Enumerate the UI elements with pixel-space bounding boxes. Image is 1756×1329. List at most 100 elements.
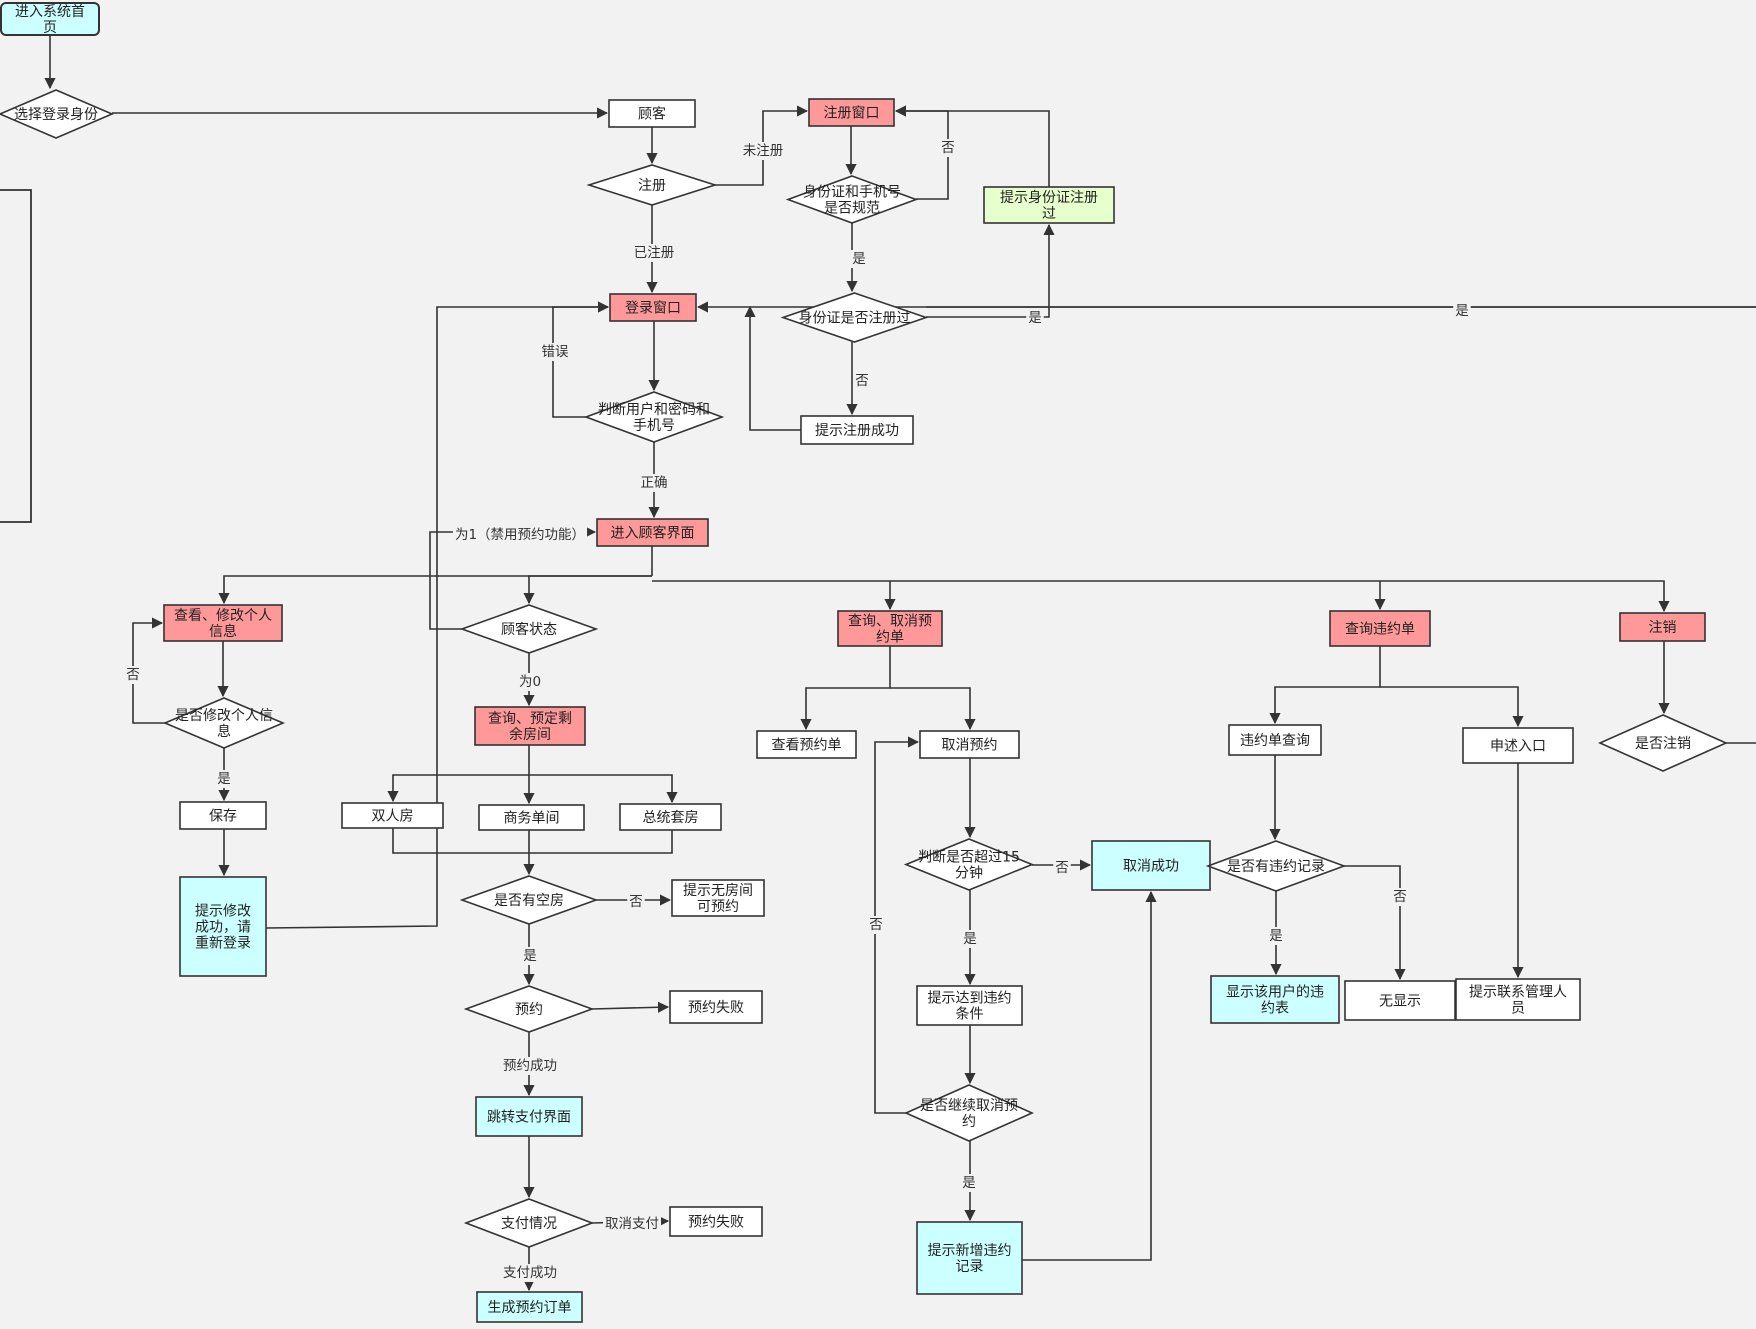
box-shape [800, 415, 914, 445]
diamond-shape [785, 175, 919, 224]
node-cancel-success: 取消成功 [1091, 840, 1211, 891]
edge-label-text: 是 [1028, 310, 1042, 326]
edge-label-text: 否 [126, 667, 140, 683]
node-text: 保存 [209, 809, 237, 825]
node-text: 注册 [638, 178, 666, 194]
node-text: 是否有空房 [494, 893, 564, 909]
box-shape [179, 801, 267, 830]
node-query-violation: 查询违约单 [1329, 610, 1431, 647]
node-text: 是否修改个人信 [175, 708, 273, 724]
edge-label-bg [516, 673, 544, 691]
node-violation-query: 违约单查询 [1228, 724, 1322, 756]
edge-label-text: 是 [963, 931, 977, 947]
node-text: 顾客状态 [501, 621, 557, 638]
edge-label-text: 否 [1393, 889, 1407, 905]
node-text: 身份证和手机号 [803, 185, 901, 201]
edge-label-bg [1391, 888, 1409, 906]
connector-27 [265, 301, 610, 929]
edge-label-status-1: 为1（禁用预约功能） [452, 526, 588, 544]
diamond-shape [903, 838, 1035, 891]
edge-label-bg [1026, 309, 1044, 327]
node-text: 注册窗口 [824, 105, 880, 122]
box-shape [478, 804, 585, 831]
node-text: 约单 [876, 630, 904, 646]
edge-label-text: 否 [869, 917, 883, 933]
diamond-shape [463, 1198, 595, 1248]
node-text: 申述入口 [1490, 739, 1546, 755]
node-text: 提示身份证注册 [1000, 190, 1098, 206]
edge-label-bg [1453, 302, 1471, 320]
box-shape [0, 2, 100, 36]
edge-label-text: 支付成功 [503, 1265, 557, 1281]
node-text: 息 [217, 723, 231, 740]
node-text: 选择登录身份 [14, 107, 98, 123]
edge-label-text: 否 [941, 140, 955, 156]
node-text: 提示注册成功 [815, 423, 899, 439]
connector-9 [894, 105, 1050, 187]
box-shape [1455, 978, 1581, 1021]
connector-44 [890, 687, 976, 731]
connector-33 [392, 828, 529, 854]
node-login-win: 登录窗口 [609, 293, 697, 322]
edge-label-bg [501, 1057, 559, 1075]
node-text: 跳转支付界面 [487, 1110, 571, 1126]
node-text: 条件 [956, 1006, 984, 1023]
edge-label-bg [627, 893, 645, 911]
edge-label-pay-success: 支付成功 [501, 1264, 559, 1282]
node-text: 无显示 [1379, 994, 1421, 1010]
node-text: 提示修改 [195, 904, 251, 920]
connector-38 [591, 1001, 670, 1013]
node-text: 预约失败 [688, 1000, 744, 1016]
box-shape [179, 876, 267, 977]
node-text: 支付情况 [501, 1216, 557, 1232]
edge-label-bg [1267, 927, 1285, 945]
connector-34 [529, 830, 673, 854]
node-id-registered-q: 身份证是否注册过 [780, 292, 929, 343]
connector-56 [1344, 865, 1406, 981]
node-text: 信息 [209, 623, 237, 640]
connector-53 [1380, 686, 1524, 728]
node-text: 查询违约单 [1345, 622, 1415, 638]
edge-label-text: 否 [629, 894, 643, 910]
node-text: 分钟 [955, 865, 983, 882]
box-shape [1344, 980, 1456, 1021]
edge-label-bg [539, 343, 571, 361]
connector-32 [529, 774, 678, 804]
box-shape [163, 604, 283, 642]
node-text: 进入顾客界面 [611, 525, 695, 542]
node-text: 过 [1042, 206, 1056, 222]
node-book-fail-2: 预约失败 [669, 1206, 763, 1237]
edge-label-text: 未注册 [743, 143, 784, 159]
box-shape [609, 293, 697, 322]
edge-label-bg [867, 916, 885, 934]
node-view-order: 查看预约单 [756, 730, 857, 759]
box-shape [669, 990, 763, 1024]
node-choose-role: 选择登录身份 [0, 89, 115, 139]
node-text: 约 [962, 1114, 976, 1130]
edge-label-text: 为0 [519, 674, 541, 690]
node-gen-order: 生成预约订单 [476, 1291, 583, 1323]
node-text: 提示达到违约 [928, 991, 1012, 1007]
node-text: 身份证是否注册过 [799, 311, 911, 327]
edge-label-bg [631, 244, 677, 262]
box-shape [669, 1206, 763, 1237]
edge-label-text: 否 [855, 373, 869, 389]
edge-label-bg [638, 474, 670, 492]
node-text: 是否规范 [824, 200, 880, 217]
node-text: 提示无房间 [683, 883, 753, 899]
node-text: 双人房 [372, 809, 414, 825]
edge-label-yes-7: 是 [960, 1174, 978, 1192]
node-text: 预约 [515, 1002, 543, 1018]
node-text: 注销 [1649, 620, 1677, 636]
node-appeal-entry: 申述入口 [1462, 727, 1574, 764]
connector-15 [552, 301, 610, 418]
box-shape [474, 706, 586, 746]
connector-20 [652, 580, 1670, 613]
box-shape [916, 1221, 1023, 1295]
